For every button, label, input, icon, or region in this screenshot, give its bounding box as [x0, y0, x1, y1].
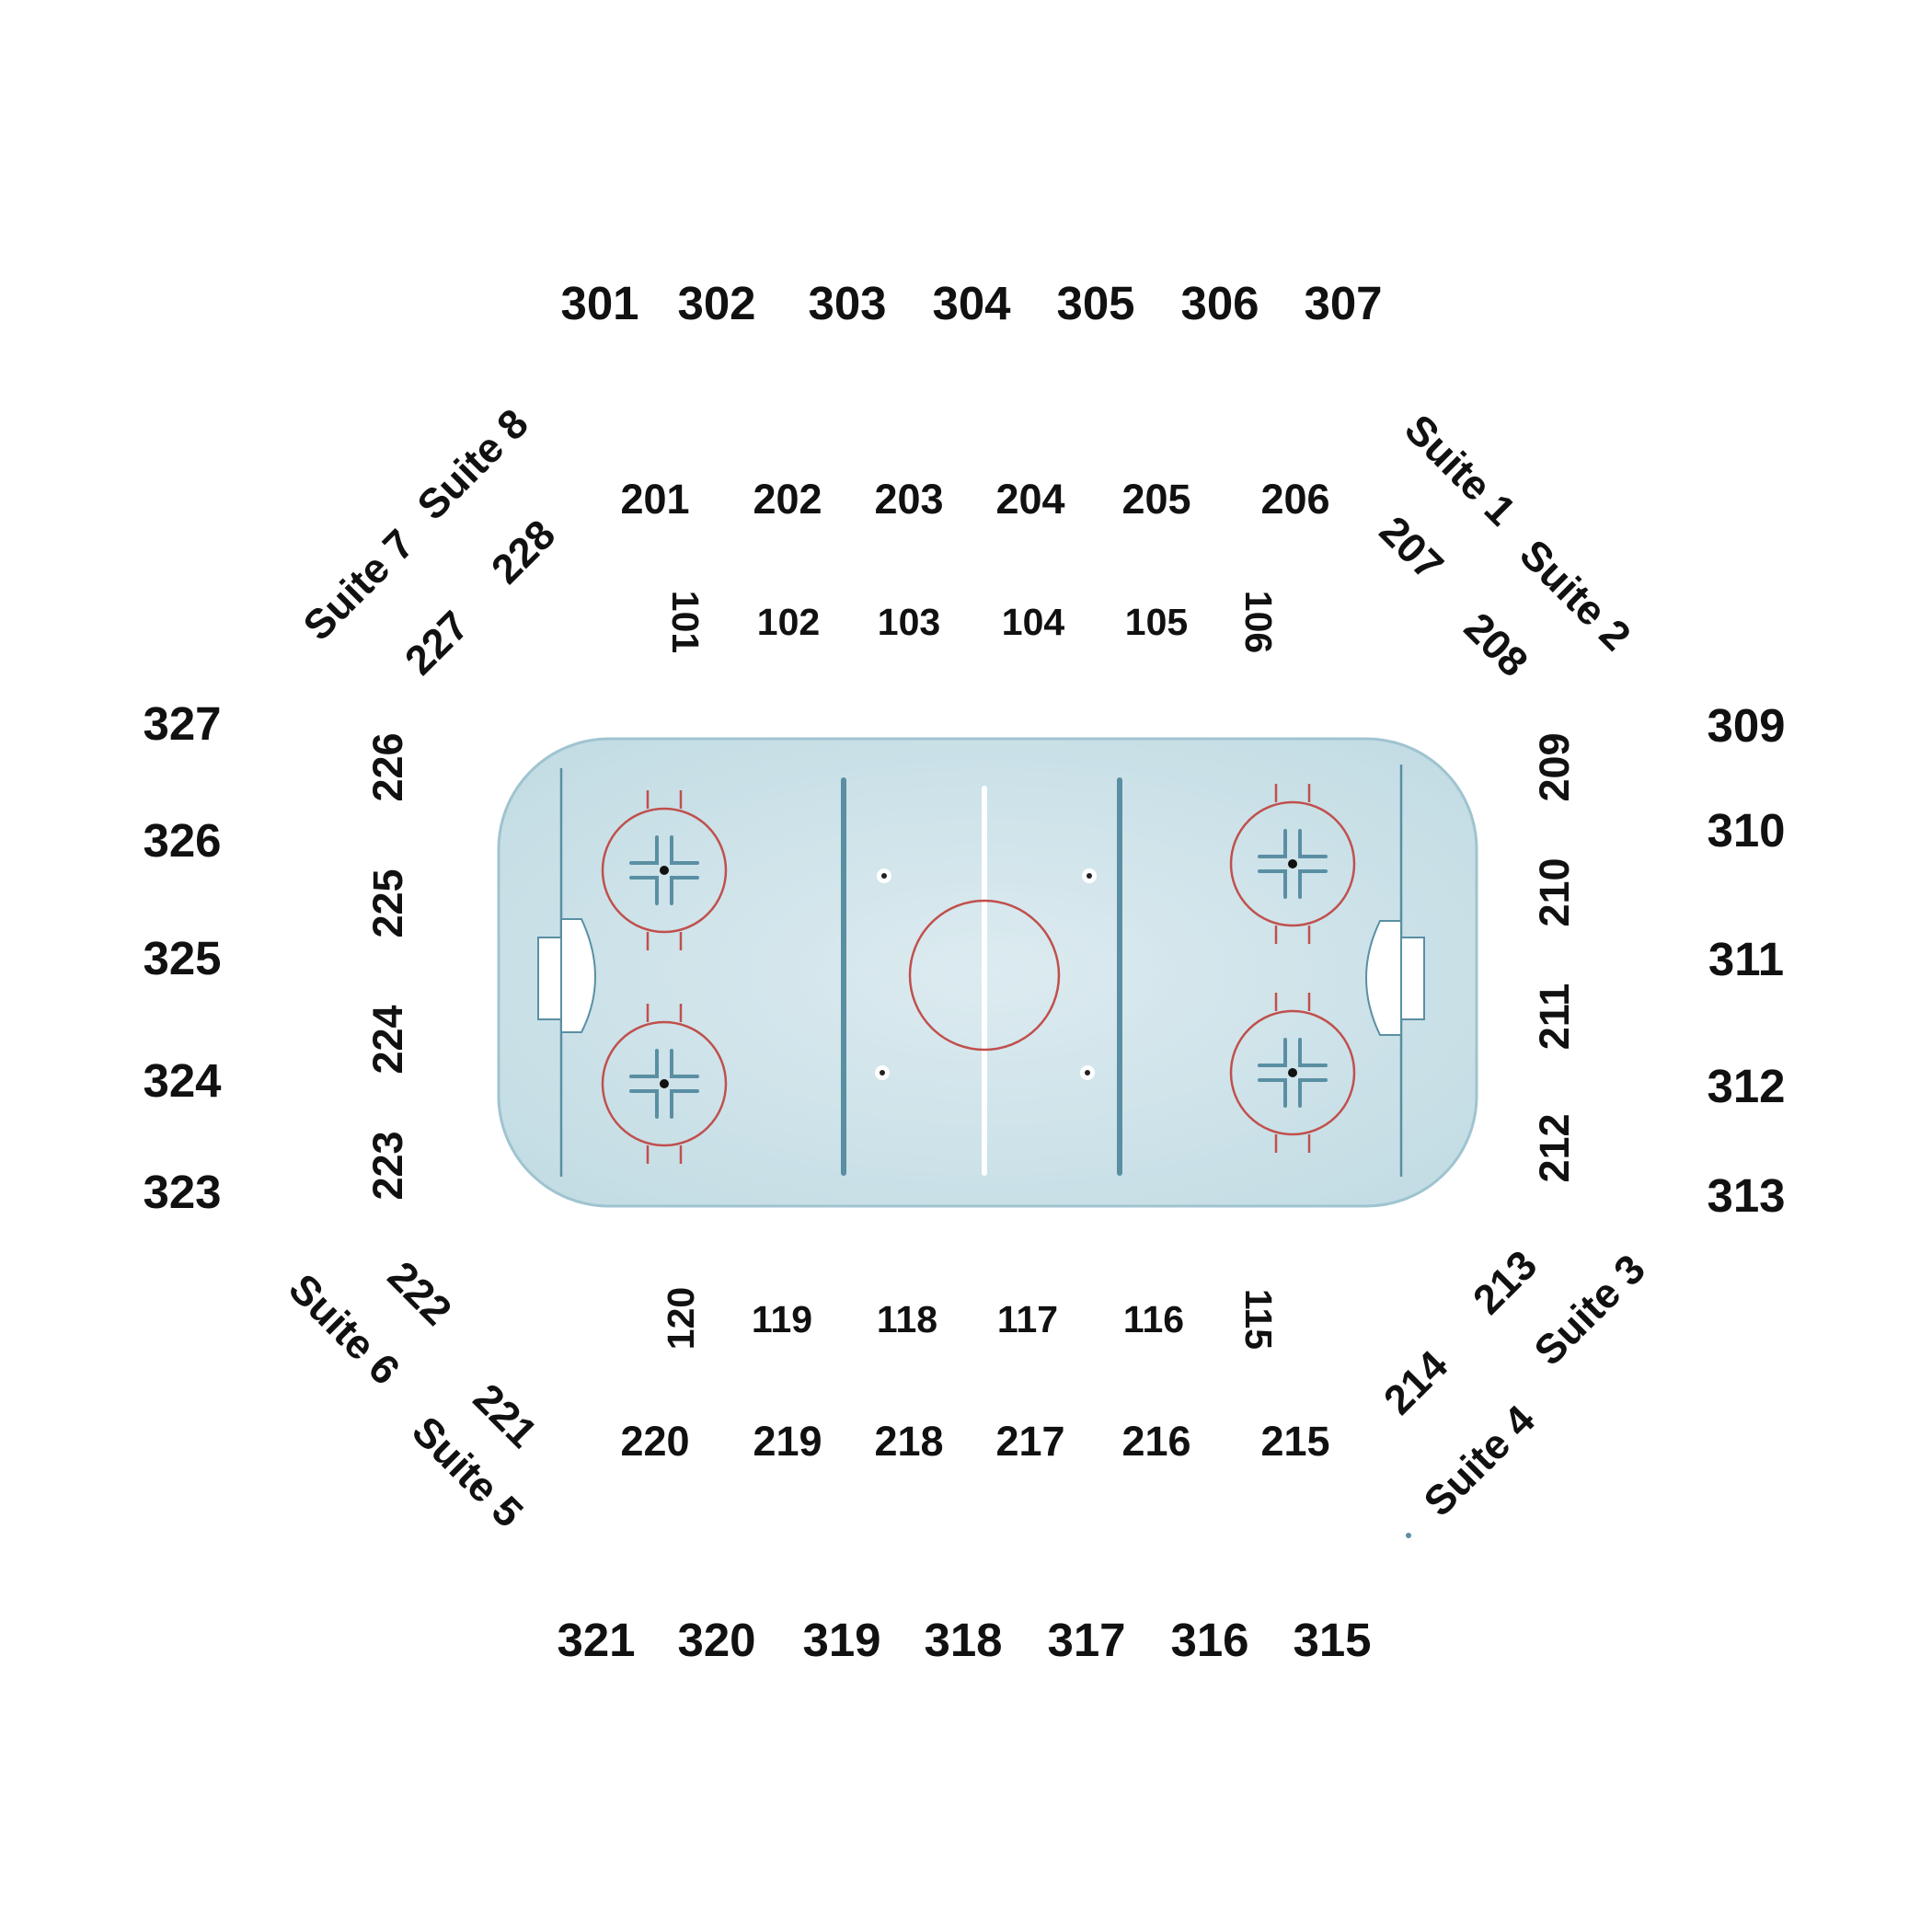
section-207[interactable]: 207 [1371, 507, 1453, 589]
suite-3[interactable]: Suite 3 [1524, 1245, 1653, 1374]
section-304[interactable]: 304 [932, 277, 1011, 329]
section-204[interactable]: 204 [995, 476, 1064, 523]
section-302[interactable]: 302 [677, 277, 755, 329]
section-310[interactable]: 310 [1707, 804, 1785, 857]
faceoff-circle [1229, 784, 1356, 944]
section-228[interactable]: 228 [482, 511, 564, 592]
section-203[interactable]: 203 [874, 476, 943, 523]
section-218[interactable]: 218 [874, 1418, 943, 1465]
faceoff-circle [601, 1004, 728, 1164]
section-219[interactable]: 219 [753, 1418, 822, 1465]
section-101[interactable]: 101 [664, 591, 707, 653]
section-211[interactable]: 211 [1531, 983, 1578, 1051]
section-208[interactable]: 208 [1455, 604, 1537, 685]
section-323[interactable]: 323 [143, 1166, 221, 1218]
end-zone-faceoff-circles [601, 784, 1356, 1164]
rink-ice-surface [497, 737, 1478, 1208]
section-220[interactable]: 220 [620, 1418, 689, 1465]
section-102[interactable]: 102 [757, 601, 820, 643]
section-317[interactable]: 317 [1047, 1614, 1125, 1666]
section-326[interactable]: 326 [143, 814, 221, 867]
section-118[interactable]: 118 [877, 1298, 937, 1340]
section-103[interactable]: 103 [878, 601, 940, 643]
section-222[interactable]: 222 [379, 1252, 461, 1334]
section-216[interactable]: 216 [1121, 1418, 1190, 1465]
faceoff-circle [601, 790, 728, 950]
center-faceoff-circle [908, 899, 1061, 1052]
section-309[interactable]: 309 [1707, 699, 1785, 752]
section-206[interactable]: 206 [1260, 476, 1329, 523]
section-210[interactable]: 210 [1531, 857, 1578, 926]
section-209[interactable]: 209 [1531, 732, 1578, 801]
section-119[interactable]: 119 [752, 1298, 812, 1340]
section-312[interactable]: 312 [1707, 1060, 1785, 1112]
section-214[interactable]: 214 [1374, 1341, 1456, 1423]
hockey-rink [497, 737, 1478, 1208]
section-325[interactable]: 325 [143, 932, 221, 984]
suite-2[interactable]: Suite 2 [1511, 530, 1639, 659]
section-221[interactable]: 221 [465, 1374, 546, 1456]
section-311[interactable]: 311 [1708, 933, 1784, 985]
section-306[interactable]: 306 [1180, 277, 1259, 329]
marker-dot [1406, 1533, 1411, 1538]
section-315[interactable]: 315 [1293, 1614, 1371, 1666]
section-215[interactable]: 215 [1260, 1418, 1329, 1465]
section-321[interactable]: 321 [557, 1614, 635, 1666]
section-217[interactable]: 217 [995, 1418, 1064, 1465]
section-225[interactable]: 225 [364, 868, 411, 937]
goal-crease-left [537, 918, 596, 1033]
section-305[interactable]: 305 [1056, 277, 1134, 329]
section-105[interactable]: 105 [1125, 601, 1188, 643]
section-301[interactable]: 301 [560, 277, 638, 329]
section-223[interactable]: 223 [364, 1131, 411, 1200]
section-316[interactable]: 316 [1170, 1614, 1248, 1666]
section-120[interactable]: 120 [660, 1287, 702, 1350]
faceoff-circle [1229, 993, 1356, 1153]
section-319[interactable]: 319 [802, 1614, 880, 1666]
section-213[interactable]: 213 [1464, 1241, 1546, 1323]
section-201[interactable]: 201 [620, 476, 689, 523]
section-324[interactable]: 324 [143, 1054, 222, 1107]
suite-4[interactable]: Suite 4 [1414, 1396, 1543, 1524]
section-318[interactable]: 318 [924, 1614, 1002, 1666]
neutral-zone-faceoff-dots [875, 868, 1097, 1080]
section-106[interactable]: 106 [1237, 591, 1280, 653]
section-104[interactable]: 104 [1002, 601, 1065, 643]
section-224[interactable]: 224 [364, 1005, 411, 1074]
goal-crease-right [1365, 920, 1425, 1036]
section-116[interactable]: 116 [1123, 1298, 1184, 1340]
section-212[interactable]: 212 [1531, 1113, 1578, 1182]
section-226[interactable]: 226 [364, 732, 411, 801]
section-117[interactable]: 117 [997, 1298, 1058, 1340]
section-227[interactable]: 227 [396, 602, 477, 684]
section-313[interactable]: 313 [1707, 1169, 1785, 1222]
section-327[interactable]: 327 [143, 697, 221, 750]
section-303[interactable]: 303 [808, 277, 886, 329]
section-202[interactable]: 202 [753, 476, 822, 523]
section-115[interactable]: 115 [1237, 1289, 1280, 1350]
section-307[interactable]: 307 [1304, 277, 1382, 329]
section-205[interactable]: 205 [1121, 476, 1190, 523]
suite-7[interactable]: Suite 7 [293, 520, 422, 649]
section-320[interactable]: 320 [677, 1614, 755, 1666]
suite-1[interactable]: Suite 1 [1396, 405, 1524, 534]
suite-8[interactable]: Suite 8 [408, 399, 536, 528]
